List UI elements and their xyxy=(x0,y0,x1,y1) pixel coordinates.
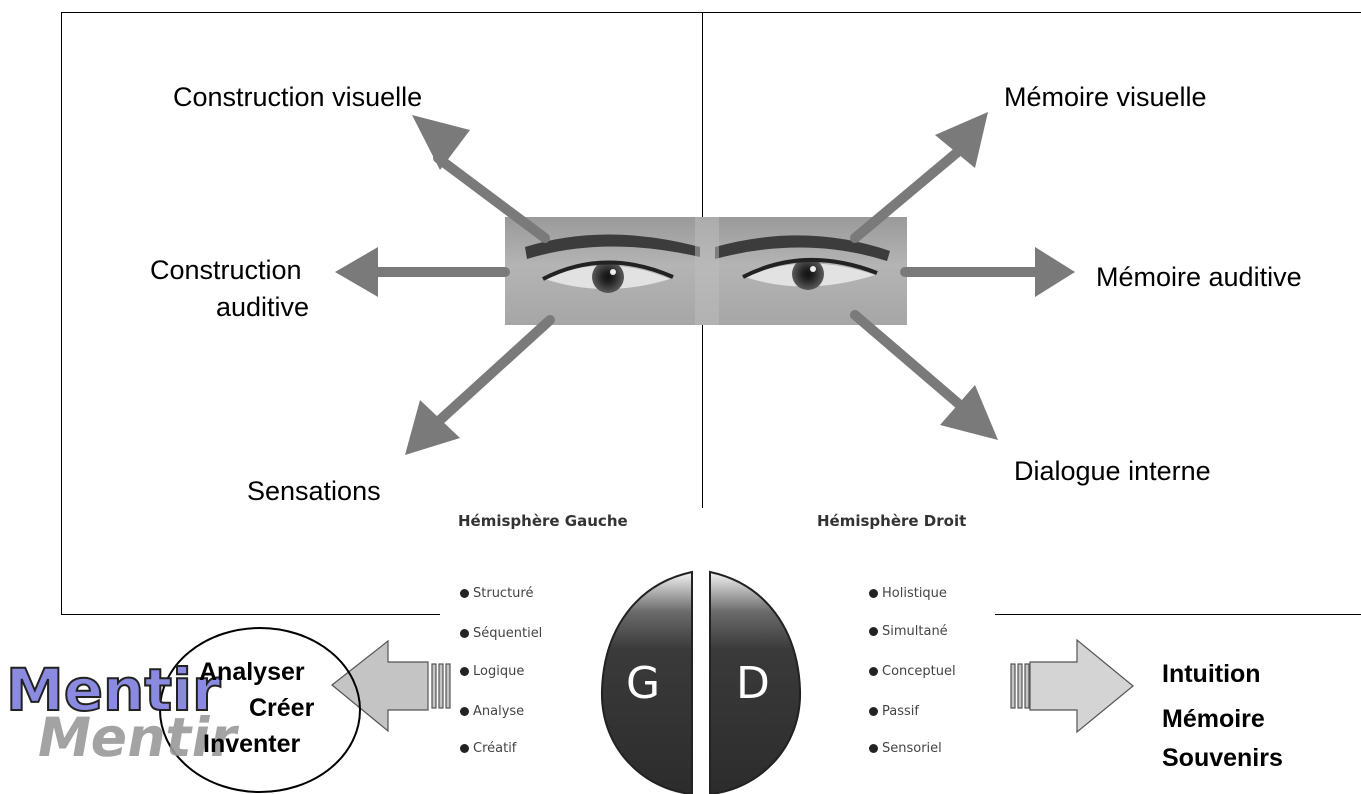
right-trait: Simultané xyxy=(869,624,948,639)
left-trait: Structuré xyxy=(460,586,533,601)
left-outcome: Inventer xyxy=(203,730,301,758)
left-trait: Analyse xyxy=(460,704,524,719)
right-hemisphere-title: Hémisphère Droit xyxy=(817,512,967,530)
left-hemisphere-title: Hémisphère Gauche xyxy=(458,512,628,530)
left-hemisphere-letter: G xyxy=(626,658,661,709)
label-memoire-visuelle: Mémoire visuelle xyxy=(1004,82,1207,112)
left-arrow-stripe xyxy=(438,663,444,709)
arrow-left-head xyxy=(335,247,378,297)
left-outcome: Créer xyxy=(249,694,315,722)
left-trait: Séquentiel xyxy=(460,626,542,641)
arrow-down-right xyxy=(850,310,965,410)
right-trait: Conceptuel xyxy=(869,664,956,679)
wordart-text: Mentir xyxy=(6,656,221,724)
wordart-shadow: Mentir xyxy=(32,705,243,769)
right-hemisphere-letter: D xyxy=(736,658,770,709)
left-arrow-stripe xyxy=(431,663,437,709)
right-trait: Holistique xyxy=(869,586,947,601)
label-sensations: Sensations xyxy=(247,476,381,506)
right-outcome: Souvenirs xyxy=(1162,744,1283,772)
left-block-arrow xyxy=(331,639,429,733)
right-outcome: Intuition xyxy=(1162,660,1261,688)
right-arrow-stripe xyxy=(1024,663,1030,709)
left-trait: Logique xyxy=(460,664,524,679)
arrow-down-left-head xyxy=(405,400,460,455)
arrow-down-left xyxy=(435,315,555,425)
eyes-photo xyxy=(505,217,907,325)
label-construction-auditive-2: auditive xyxy=(216,292,310,322)
right-trait: Sensoriel xyxy=(869,741,942,756)
label-dialogue-interne: Dialogue interne xyxy=(1014,456,1211,486)
arrow-up-right-head xyxy=(935,112,988,168)
arrow-down-right-head xyxy=(940,385,998,440)
right-trait: Passif xyxy=(869,704,919,719)
mentir-wordart: Mentir Mentir xyxy=(5,655,243,769)
right-block-arrow xyxy=(1029,638,1134,734)
arrow-up-right xyxy=(850,145,965,243)
right-hemisphere-shape xyxy=(709,570,802,794)
arrow-right-head xyxy=(1035,247,1075,297)
left-outcome: Analyser xyxy=(199,658,305,686)
left-trait: Créatif xyxy=(460,741,516,756)
label-memoire-auditive: Mémoire auditive xyxy=(1096,262,1302,292)
left-arrow-stripe xyxy=(445,663,451,709)
brain-hemispheres xyxy=(600,570,802,794)
label-construction-auditive-1: Construction xyxy=(150,255,302,285)
left-outcomes-ellipse xyxy=(159,627,361,793)
right-arrow-stripe xyxy=(1010,663,1016,709)
left-hemisphere-shape xyxy=(600,570,693,794)
right-arrow-stripe xyxy=(1017,663,1023,709)
arrow-up-left xyxy=(433,153,550,243)
right-outcome: Mémoire xyxy=(1162,705,1265,733)
label-construction-visuelle: Construction visuelle xyxy=(173,82,423,112)
arrow-up-left-head xyxy=(412,115,470,170)
